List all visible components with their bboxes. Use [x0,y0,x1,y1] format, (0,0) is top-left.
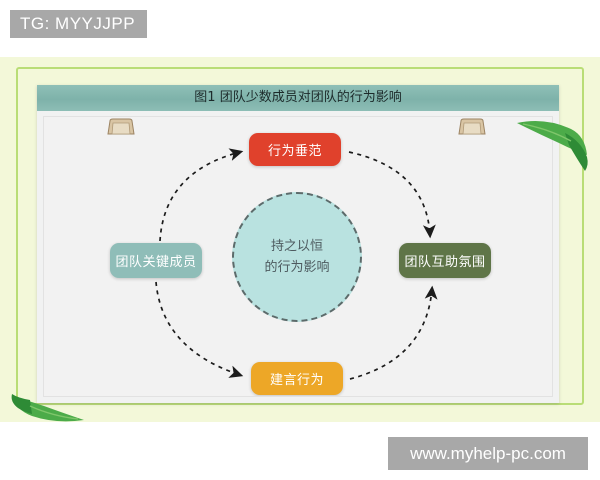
arrow-left-to-top [159,148,244,242]
paper-clip-icon [455,117,489,139]
cycle-diagram: 持之以恒 的行为影响 行为垂范 团队互助氛围 建言行为 团队关键成员 [44,117,552,396]
figure-body: 持之以恒 的行为影响 行为垂范 团队互助氛围 建言行为 团队关键成员 [43,116,553,397]
arrow-layer [155,148,438,380]
telegram-watermark: TG: MYYJJPP [10,10,148,38]
leaf-icon [515,115,595,179]
center-circle: 持之以恒 的行为影响 [232,192,362,322]
node-voice-behavior[interactable]: 建言行为 [251,362,343,395]
center-circle-line-1: 持之以恒 [270,238,323,254]
arrow-bottom-to-right [349,285,438,380]
decorative-frame-border [16,67,584,405]
node-behavior-modeling[interactable]: 行为垂范 [249,133,341,166]
figure-card: 图1 团队少数成员对团队的行为影响 [37,85,559,403]
poster-stage: 图1 团队少数成员对团队的行为影响 [0,57,600,422]
arrow-top-to-right [348,151,436,239]
node-team-mutual-help-atmosphere[interactable]: 团队互助氛围 [399,243,491,278]
paper-clip-icon [104,117,138,139]
site-watermark: www.myhelp-pc.com [388,437,588,470]
leaf-icon [8,390,86,422]
center-circle-line-2: 的行为影响 [264,260,330,275]
arrow-left-to-bottom [155,281,244,378]
figure-title: 图1 团队少数成员对团队的行为影响 [37,85,559,111]
node-key-team-members[interactable]: 团队关键成员 [110,243,202,278]
